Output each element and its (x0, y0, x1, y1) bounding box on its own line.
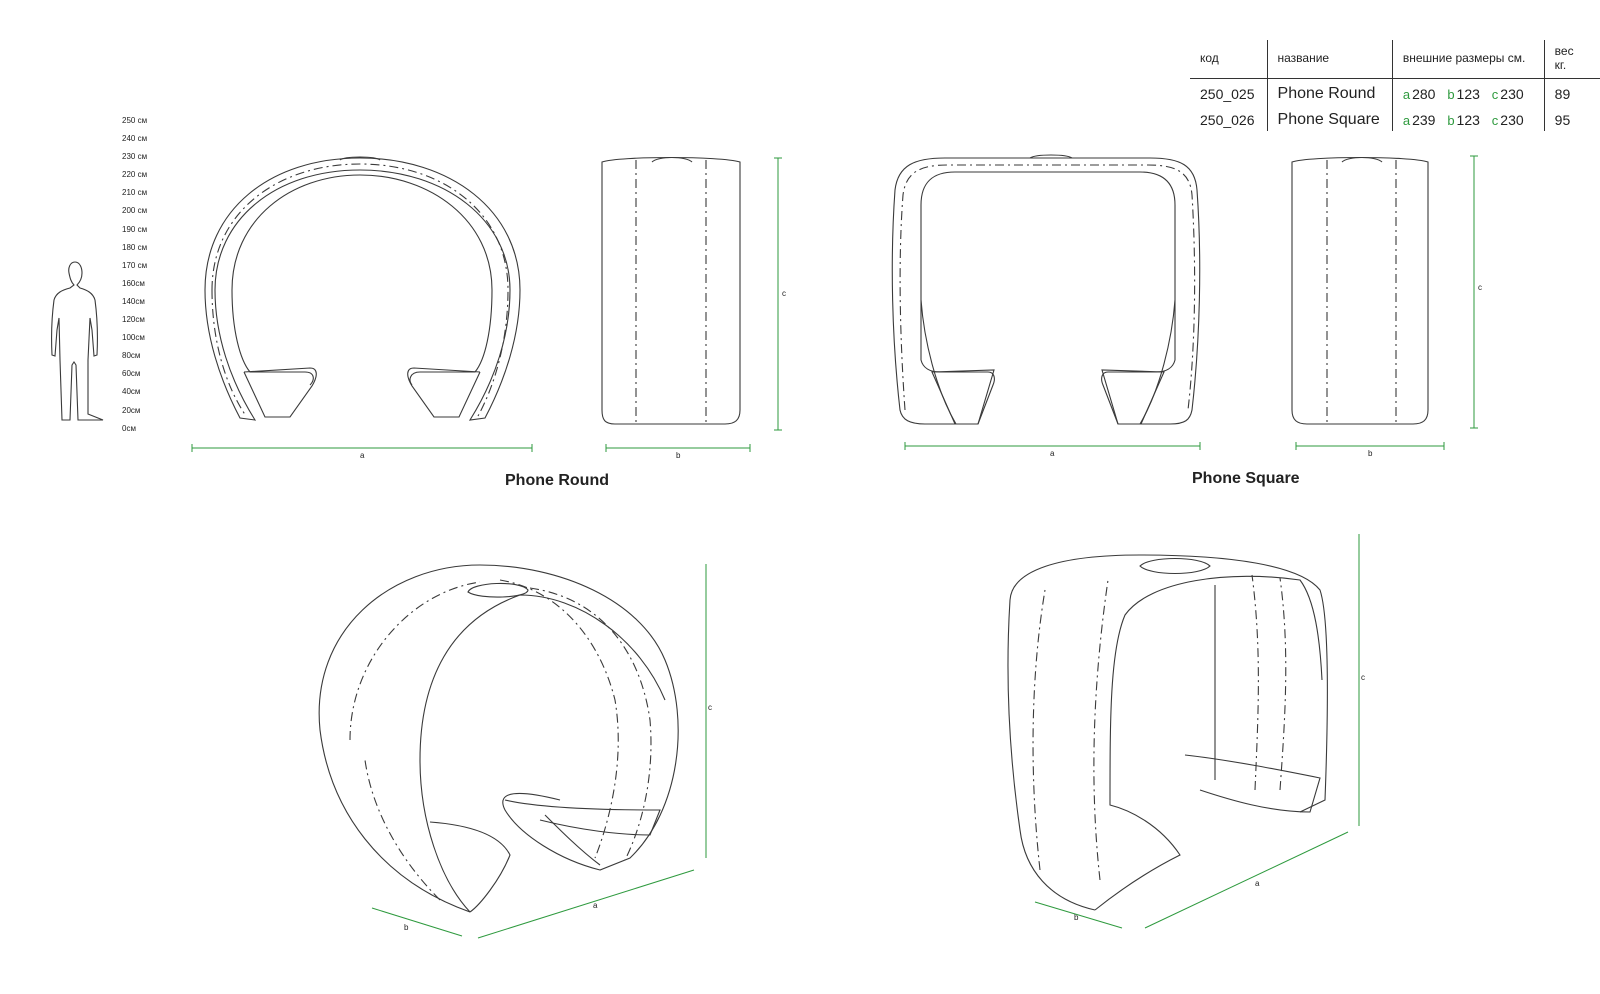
dim-value-b: 123 (1456, 112, 1480, 128)
height-scale-label: 120см (122, 315, 145, 325)
height-scale-label: 20см (122, 405, 141, 415)
phone-square-isometric-view (1007, 554, 1328, 911)
phone-round-side-view (601, 156, 741, 425)
height-scale-label: 230 см (122, 152, 148, 162)
row-weight: 95 (1543, 105, 1600, 131)
dim-label-b: b (404, 923, 409, 932)
dim-label-c: c (782, 289, 786, 298)
height-scale-label: 160см (122, 278, 145, 288)
height-scale-label: 40см (122, 387, 141, 397)
height-scale-label: 200 см (122, 206, 148, 216)
dim-label-b: b (1368, 449, 1373, 458)
dim-label-a: a (360, 451, 365, 460)
height-scale-label: 140см (122, 296, 145, 306)
phone-round-isometric-view (318, 564, 679, 913)
header-name: название (1266, 40, 1393, 79)
dim-key-a: a (1402, 113, 1411, 128)
dim-key-c: c (1491, 87, 1499, 102)
height-scale-label: 0см (122, 423, 136, 433)
dim-label-c: c (708, 703, 712, 712)
dim-value-c: 230 (1500, 112, 1524, 128)
dim-value-a: 239 (1412, 112, 1436, 128)
dim-label-b: b (1074, 913, 1079, 922)
dim-label-c: c (1478, 283, 1482, 292)
row-name: Phone Round (1266, 78, 1393, 105)
height-scale-label: 170 см (122, 260, 148, 270)
dim-label-c: c (1361, 673, 1365, 682)
row-code: 250_026 (1200, 112, 1255, 128)
height-scale-label: 100см (122, 333, 145, 343)
height-scale-label: 190 см (122, 224, 148, 234)
row-weight: 89 (1543, 78, 1600, 105)
human-figure (51, 261, 104, 421)
header-code: код (1190, 40, 1268, 79)
dim-label-b: b (676, 451, 681, 460)
height-scale-label: 60см (122, 369, 141, 379)
header-dimensions: внешние размеры см. (1391, 40, 1545, 79)
row-name: Phone Square (1266, 105, 1393, 131)
dimension-lines (191, 155, 1478, 939)
dim-key-a: a (1402, 87, 1411, 102)
caption-phone-square: Phone Square (1192, 470, 1300, 487)
dim-key-b: b (1447, 87, 1455, 102)
height-scale-label: 240 см (122, 134, 148, 144)
phone-round-front-view (204, 156, 521, 421)
height-scale: 250 см 240 см 230 см 220 см 210 см 200 см 190 … (122, 112, 147, 438)
dim-key-c: c (1491, 113, 1499, 128)
row-code: 250_025 (1200, 86, 1255, 102)
height-scale-label: 180 см (122, 242, 148, 252)
dim-value-c: 230 (1500, 86, 1524, 102)
height-scale-label: 210 см (122, 188, 148, 198)
dim-label-a: a (593, 901, 598, 910)
dim-label-a: a (1050, 449, 1055, 458)
phone-square-side-view (1291, 156, 1429, 425)
dim-value-b: 123 (1456, 86, 1480, 102)
dim-value-a: 280 (1412, 86, 1436, 102)
dim-key-b: b (1447, 113, 1455, 128)
caption-phone-round: Phone Round (505, 472, 609, 489)
dim-label-a: a (1255, 879, 1260, 888)
phone-square-front-view (891, 154, 1201, 425)
height-scale-label: 220 см (122, 170, 148, 180)
height-scale-label: 250 см (122, 116, 148, 125)
spec-table: код название внешние размеры см. вес кг.… (1190, 40, 1600, 131)
height-scale-label: 80см (122, 351, 141, 361)
header-weight: вес кг. (1543, 40, 1600, 79)
